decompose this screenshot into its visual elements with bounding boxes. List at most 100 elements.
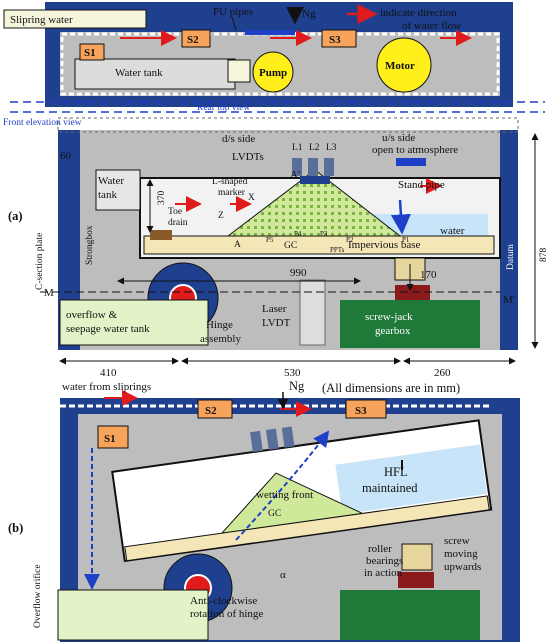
panel-a: (a) d/s side u/s side open to atmosphere… bbox=[8, 117, 549, 395]
dim-990: 990 bbox=[290, 267, 307, 279]
screw-jack-gearbox bbox=[340, 300, 480, 348]
b-screw-jack-block bbox=[398, 572, 434, 588]
b-s1-label: S1 bbox=[104, 433, 116, 445]
a-water-tank bbox=[95, 169, 141, 211]
dim-260: 260 bbox=[434, 367, 451, 379]
panel-a-top-edge bbox=[57, 117, 519, 133]
b-screw-jack-roller bbox=[401, 543, 433, 571]
open-atm-label: open to atmosphere bbox=[372, 144, 458, 156]
hinge-label-1: Hinge bbox=[206, 319, 233, 331]
b-upstream-water bbox=[335, 444, 487, 515]
b-s1-box bbox=[97, 425, 129, 449]
top-s1-label: S1 bbox=[84, 47, 96, 59]
top-s2-label: S2 bbox=[187, 34, 199, 46]
pu-pipe-leader bbox=[231, 16, 237, 31]
lvdts-label: LVDTs bbox=[232, 151, 264, 163]
dim-410: 410 bbox=[100, 367, 117, 379]
b-s2-box bbox=[197, 399, 233, 419]
panel-b-label: (b) bbox=[8, 521, 23, 535]
b-ng-label: Ng bbox=[289, 379, 305, 393]
p4-label: P4 bbox=[294, 230, 302, 238]
pump-label: Pump bbox=[259, 67, 287, 79]
a-label: A bbox=[234, 240, 241, 250]
tilted-strongbox bbox=[111, 419, 493, 563]
overflow-tank bbox=[59, 299, 209, 346]
top-pipe-segment bbox=[245, 30, 295, 35]
l-marker-label-2: marker bbox=[218, 188, 246, 198]
dim-878: 878 bbox=[539, 248, 549, 263]
p5-label: P5 bbox=[266, 236, 274, 244]
ng-label: Ng bbox=[302, 8, 316, 20]
b-lvdt bbox=[265, 428, 279, 450]
l1-label: L1 bbox=[292, 143, 303, 153]
gearbox-label-1: screw-jack bbox=[365, 311, 413, 323]
ppts-label: PPTs bbox=[330, 246, 345, 254]
m-label: M bbox=[44, 287, 54, 299]
water-label: water bbox=[440, 225, 465, 237]
b-gearbox bbox=[340, 590, 480, 640]
panel-a-label: (a) bbox=[8, 209, 23, 223]
b-lvdt bbox=[281, 426, 295, 448]
b-overflow-tank bbox=[57, 589, 209, 641]
overflow-orifice-label: Overflow orifice bbox=[32, 564, 43, 628]
motor-icon bbox=[376, 37, 432, 93]
m-prime-label: M' bbox=[503, 294, 515, 306]
ds-side-label: d/s side bbox=[222, 133, 255, 145]
legend-label-1: indicate direction bbox=[380, 7, 457, 19]
b-gc-label: GC bbox=[268, 509, 281, 519]
top-s1-box bbox=[79, 43, 105, 61]
pu-pipes-label: PU pipes bbox=[213, 6, 253, 18]
legend-label-2: of water flow bbox=[402, 20, 461, 32]
laser-label-2: LVDT bbox=[262, 317, 291, 329]
lvdt-l3 bbox=[324, 158, 334, 176]
sliprings-label: water from sliprings bbox=[62, 381, 151, 393]
front-view-label: Front elevation view bbox=[3, 118, 82, 128]
laser-lvdt bbox=[299, 279, 326, 346]
c-section-label: C-section plate bbox=[35, 233, 45, 290]
hinge-label-2: assembly bbox=[200, 333, 241, 345]
water-tank-label-2: tank bbox=[98, 189, 117, 201]
toe-drain-label-2: drain bbox=[168, 218, 188, 228]
roller-label-1: roller bbox=[368, 543, 392, 555]
motor-label: Motor bbox=[385, 60, 415, 72]
overflow-tank-label-2: seepage water tank bbox=[66, 323, 150, 335]
rear-top-view: Slipring water PU pipes Ng indicate dire… bbox=[3, 2, 545, 128]
datum-label: Datum bbox=[506, 244, 516, 270]
impervious-base bbox=[143, 235, 495, 255]
slipring-label: Slipring water bbox=[10, 14, 73, 26]
top-s2-box bbox=[181, 29, 211, 48]
us-side-label: u/s side bbox=[382, 132, 415, 144]
dim-370: 370 bbox=[157, 191, 167, 206]
z-label: Z bbox=[218, 211, 224, 221]
dim-60: 60 bbox=[60, 150, 72, 162]
lvdt-holder bbox=[300, 176, 330, 184]
dim-530: 530 bbox=[284, 367, 301, 379]
overflow-tank-label-1: overflow & bbox=[66, 309, 117, 321]
top-s3-box bbox=[321, 29, 357, 48]
a-prime-label: A' bbox=[290, 169, 300, 181]
lvdt-l1 bbox=[292, 158, 302, 176]
p3-label: P3 bbox=[320, 230, 328, 238]
l-marker-label-1: L-shaped bbox=[212, 177, 248, 187]
hfl-label-2: maintained bbox=[362, 481, 418, 495]
water-level-arrow bbox=[390, 199, 411, 235]
datum-post bbox=[500, 130, 518, 350]
wetting-label: wetting front bbox=[256, 489, 313, 501]
hinge-rot-label-1: Anti-clockwise bbox=[190, 595, 257, 607]
gearbox-label-2: gearbox bbox=[375, 325, 411, 337]
p1-label: P1 bbox=[402, 236, 410, 244]
b-s2-label: S2 bbox=[205, 405, 217, 417]
rear-view-label: Rear top view bbox=[197, 103, 250, 113]
b-lvdt bbox=[250, 430, 263, 453]
x-label: X bbox=[248, 193, 255, 203]
top-water-tank bbox=[74, 58, 236, 90]
top-water-tank-label: Water tank bbox=[115, 67, 163, 79]
screw-label-2: moving bbox=[444, 548, 478, 560]
impervious-label: Impervious base bbox=[348, 239, 421, 251]
lvdt-l2 bbox=[308, 158, 318, 176]
stand-pipe-label: Stand pipe bbox=[398, 179, 445, 191]
units-note: (All dimensions are in mm) bbox=[322, 381, 460, 395]
p2-label: P2 bbox=[346, 236, 354, 244]
dim-170: 170 bbox=[420, 269, 437, 281]
wetting-front-line bbox=[235, 430, 330, 541]
